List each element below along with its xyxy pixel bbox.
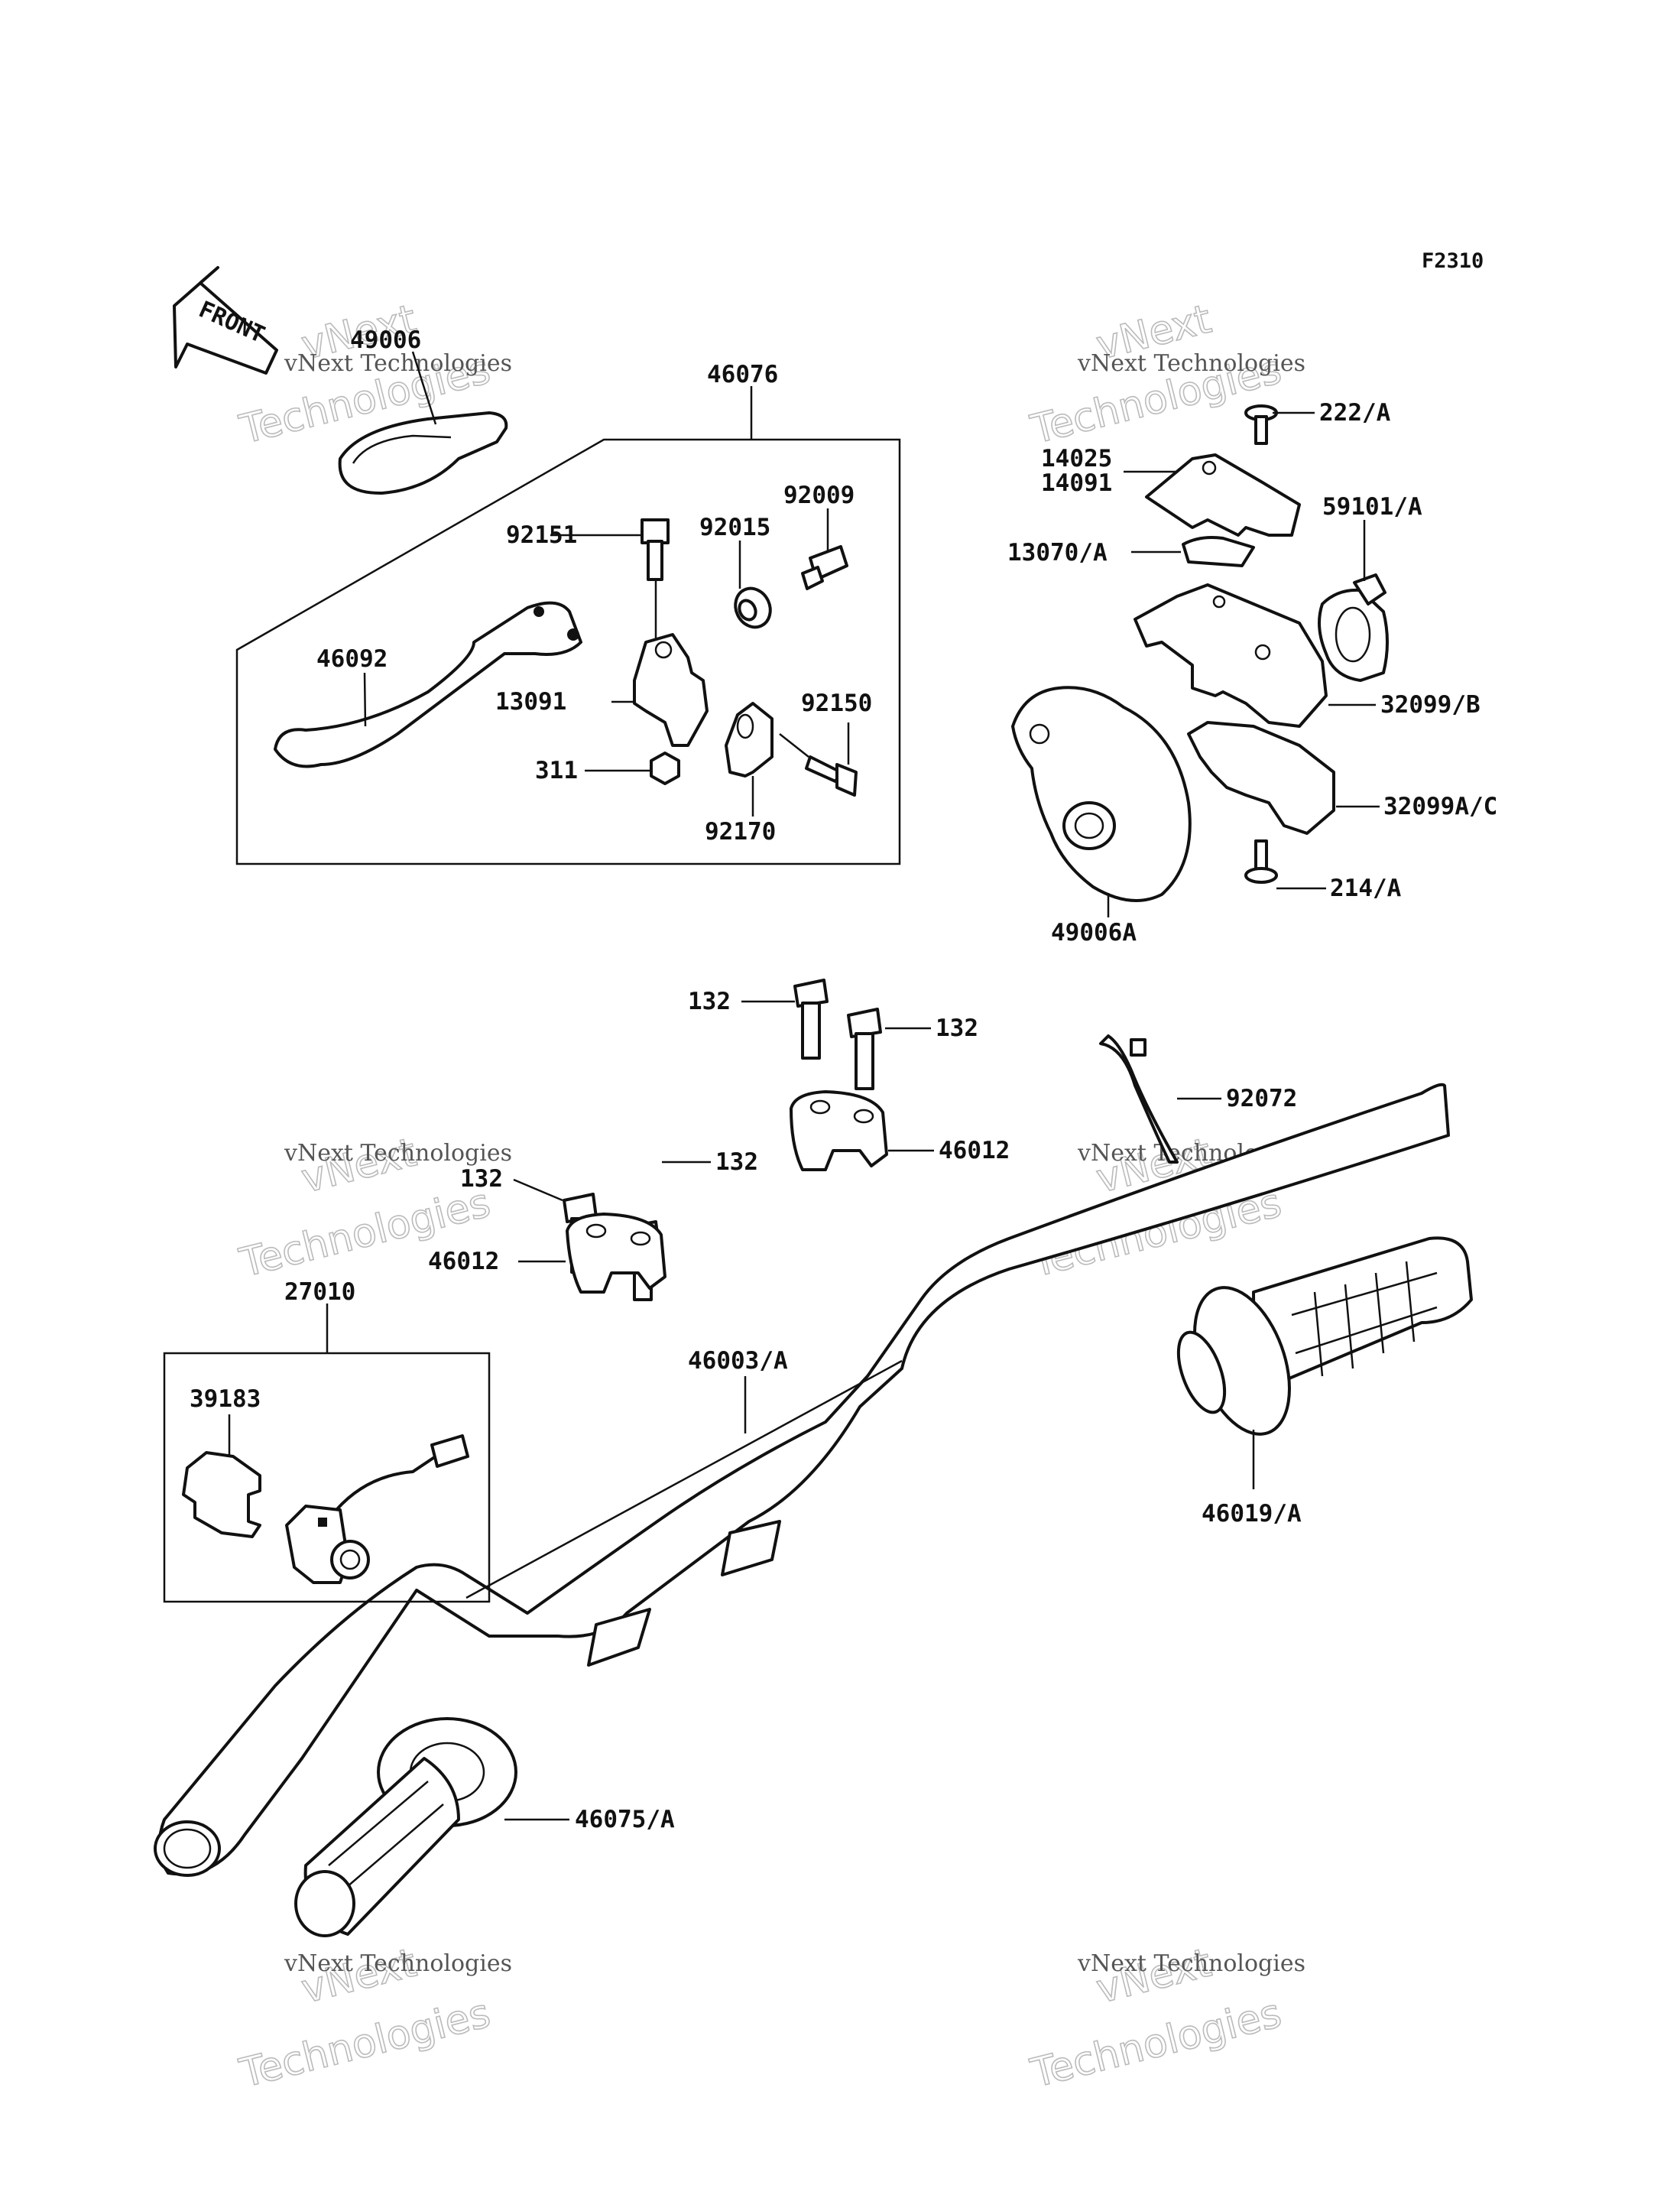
label-46076: 46076 [707, 361, 778, 388]
label-92009: 92009 [783, 482, 855, 509]
label-27010: 27010 [284, 1278, 355, 1306]
throttle-housing-upper-part [1134, 583, 1376, 728]
label-92150: 92150 [801, 690, 872, 717]
bolt-132-upper-right-part [847, 1008, 931, 1090]
label-132-lower-right: 132 [715, 1148, 758, 1176]
kill-switch-part [285, 1434, 469, 1584]
throttle-housing-lower-part [1187, 721, 1380, 835]
label-46012-upper: 46012 [939, 1137, 1010, 1164]
svg-text:Technologies: Technologies [1026, 1991, 1286, 2097]
svg-text:Technologies: Technologies [235, 1991, 495, 2097]
label-92072: 92072 [1226, 1085, 1297, 1112]
label-311: 311 [535, 757, 578, 784]
cover-gasket-part [1131, 536, 1255, 567]
label-14091: 14091 [1041, 469, 1112, 497]
label-222a: 222/A [1319, 399, 1391, 427]
cable-band-part [1099, 1034, 1221, 1164]
svg-text:vNext Technologies: vNext Technologies [284, 1140, 512, 1167]
label-59101a: 59101/A [1322, 493, 1422, 521]
label-13091: 13091 [495, 688, 566, 716]
right-grip-part [1176, 1236, 1473, 1489]
label-46012-lower: 46012 [428, 1248, 499, 1275]
watermark-bottom-left: vNext Technologies vNext Technologies [235, 1940, 512, 2098]
figure-code: F2310 [1422, 249, 1484, 273]
label-92015: 92015 [699, 514, 770, 541]
label-132-upper-right: 132 [936, 1015, 978, 1042]
label-49006: 49006 [350, 326, 421, 354]
label-46092: 46092 [316, 645, 388, 673]
label-13070a: 13070/A [1007, 539, 1108, 567]
lever-clamp-part [725, 702, 774, 817]
label-46075a: 46075/A [575, 1806, 675, 1833]
adjuster-bolt-part [801, 508, 848, 590]
label-14025: 14025 [1041, 445, 1112, 472]
handlebar-holder-upper-part [790, 1090, 934, 1171]
label-32099ac: 32099A/C [1383, 793, 1497, 820]
holder-nut-part [585, 752, 680, 785]
label-92151: 92151 [506, 521, 577, 549]
clutch-lever-part [274, 601, 582, 768]
clamp-bolt-part [779, 722, 858, 797]
handlebar-holder-lower-part [518, 1213, 666, 1294]
bolt-132-upper-left-part [741, 979, 829, 1060]
label-132-lower-left: 132 [460, 1165, 503, 1193]
screw-214-part [1244, 839, 1326, 890]
svg-text:vNext Technologies: vNext Technologies [1077, 350, 1305, 377]
throttle-cover-part [1124, 453, 1301, 537]
left-grip-part [294, 1717, 569, 1937]
label-92170: 92170 [705, 818, 776, 846]
svg-text:vNext Technologies: vNext Technologies [1077, 1950, 1305, 1977]
label-49006a: 49006A [1051, 919, 1137, 946]
label-39183: 39183 [190, 1385, 261, 1413]
lever-cover-part [338, 351, 508, 495]
adjuster-nut-part [734, 541, 772, 629]
handlebar-part [154, 1083, 1450, 1877]
throttle-pulley-part [1318, 520, 1389, 682]
svg-text:vNext Technologies: vNext Technologies [284, 1950, 512, 1977]
svg-text:vNext Technologies: vNext Technologies [284, 350, 512, 377]
label-46019a: 46019/A [1202, 1500, 1302, 1528]
label-32099b: 32099/B [1380, 691, 1481, 719]
screw-222-part [1244, 404, 1315, 445]
front-arrow-icon: FRONT [173, 266, 278, 375]
switch-clamp-part [182, 1414, 261, 1538]
throttle-cover-49006a-part [1011, 686, 1192, 917]
lever-assembly-box [235, 438, 901, 865]
label-132-upper-left: 132 [688, 988, 731, 1015]
watermark-bottom-right: vNext Technologies vNext Technologies [1026, 1940, 1305, 2098]
label-214a: 214/A [1330, 875, 1402, 902]
lever-holder-part [611, 633, 709, 747]
label-46003a: 46003/A [688, 1347, 788, 1375]
